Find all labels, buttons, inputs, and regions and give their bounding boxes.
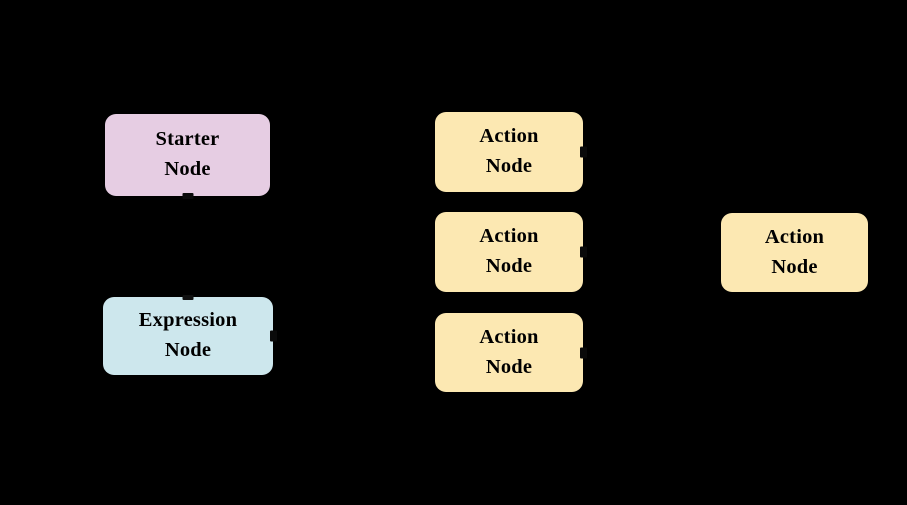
action-node-2-port-right[interactable] (580, 246, 587, 258)
action-node-4-label-line2: Node (771, 255, 818, 278)
action-node-2-label-line2: Node (485, 255, 533, 277)
expression-node-port-right[interactable] (270, 330, 277, 342)
edge-expression-to-action-2 (273, 251, 435, 337)
action-node-4[interactable]: Action Node (721, 213, 868, 292)
expression-node-label-line1: Expression (138, 309, 238, 332)
edge-action-3-to-action-4 (583, 251, 721, 353)
action-node-3-label-line1: Action (479, 325, 539, 348)
action-node-3-port-right[interactable] (580, 347, 587, 358)
edge-expression-to-action-3 (273, 335, 435, 353)
action-node-1-label-line1: Action (479, 125, 539, 148)
edge-action-1-to-action-4 (583, 151, 721, 253)
starter-node-label-line1: Starter (155, 128, 220, 151)
action-node-4-label-line1: Action (764, 225, 825, 248)
action-node-1-port-right[interactable] (580, 146, 587, 158)
action-node-3-label-line2: Node (485, 355, 533, 378)
action-node-2-label-line1: Action (479, 225, 539, 248)
action-node-1[interactable]: Action Node (435, 112, 587, 192)
action-node-1-label-line2: Node (485, 155, 533, 177)
edge-expression-to-action-1 (273, 151, 435, 337)
expression-node-port-top[interactable] (182, 295, 194, 300)
action-node-2[interactable]: Action Node (435, 212, 587, 292)
expression-node-label-line2: Node (164, 339, 212, 361)
action-node-3[interactable]: Action Node (435, 313, 587, 392)
starter-node[interactable]: Starter Node (105, 114, 270, 199)
starter-node-label-line2: Node (164, 158, 211, 180)
starter-node-port-bottom[interactable] (182, 193, 193, 199)
expression-node[interactable]: Expression Node (103, 295, 277, 375)
